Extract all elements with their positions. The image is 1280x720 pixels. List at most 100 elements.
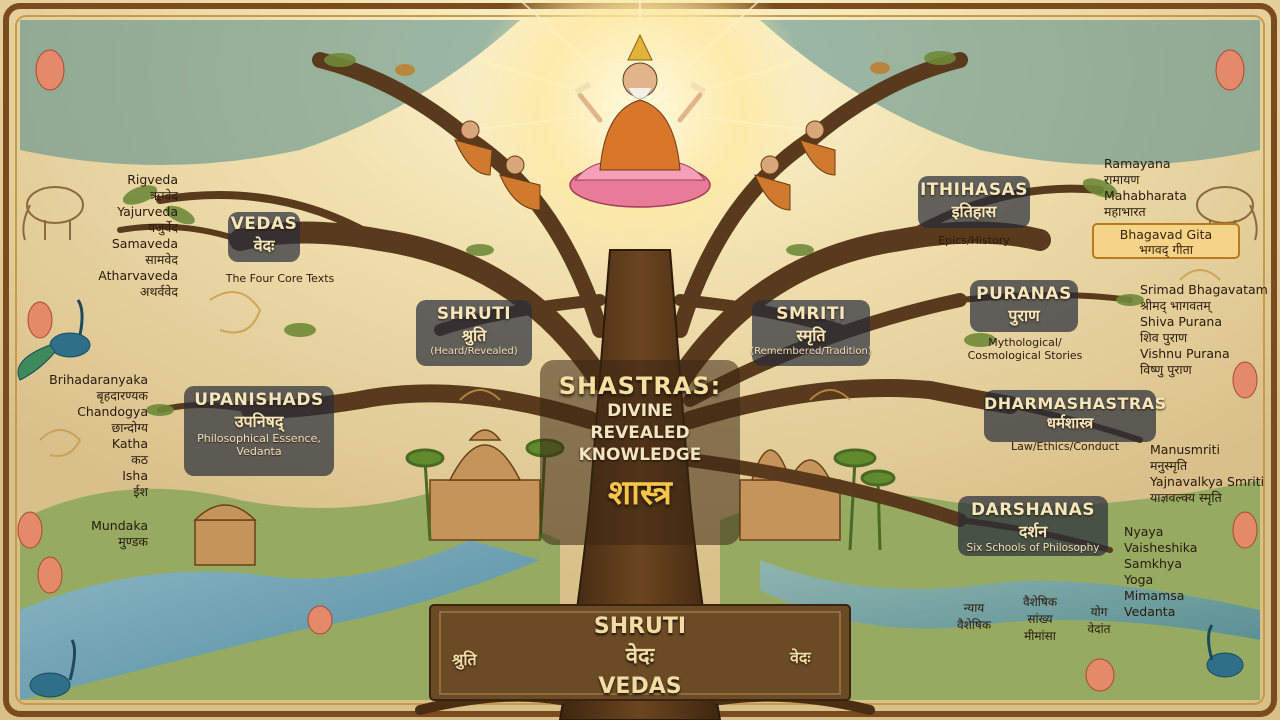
- list-item: विष्णु पुराण: [1140, 362, 1192, 377]
- list-item: मुण्डक: [118, 534, 148, 549]
- label-panels: [184, 176, 1156, 556]
- deity-figure: [569, 33, 711, 208]
- branch-vedas: VEDAS वेदः: [228, 214, 300, 256]
- list-item: सामवेद: [145, 252, 178, 267]
- base-inscription: SHRUTI वेदः VEDAS: [570, 612, 710, 702]
- list-item: Yoga: [1124, 572, 1154, 587]
- list-item: मीमांसा: [1024, 629, 1056, 643]
- list-item: वैशेषिक: [1022, 595, 1058, 609]
- title-line-knowledge: KNOWLEDGE: [578, 445, 702, 465]
- list-item: Yajnavalkya Smriti: [1150, 474, 1265, 489]
- list-item: Chandogya: [77, 404, 148, 419]
- main-title: SHASTRAS:: [558, 372, 722, 400]
- list-item: Katha: [111, 436, 148, 451]
- list-item: Shiva Purana: [1140, 314, 1222, 329]
- title-line-revealed: REVEALED: [590, 423, 690, 443]
- bhagavad-gita-highlight: Bhagavad Gita भगवद् गीता: [1092, 223, 1240, 259]
- upanishads-list-extra: Mundaka मुण्डक: [30, 518, 148, 550]
- base-line-vedah: वेदः: [625, 644, 655, 669]
- list-item: वेदांत: [1087, 622, 1111, 636]
- base-right-inscription: वेदः: [790, 648, 811, 667]
- puranas-subtitle-2: Cosmological Stories: [967, 349, 1083, 362]
- list-item: Samkhya: [1124, 556, 1182, 571]
- puranas-subtitle-wrap: Mythological/ Cosmological Stories: [950, 336, 1100, 362]
- dharmashastras-list: Manusmriti मनुस्मृति Yajnavalkya Smriti …: [1150, 442, 1270, 506]
- branch-puranas: PURANAS पुराण: [970, 284, 1078, 326]
- list-item: सांख्य: [1027, 612, 1053, 626]
- ithihasas-list: Ramayana रामायण Mahabharata महाभारत: [1104, 156, 1234, 220]
- foliage: [122, 51, 1144, 416]
- upanishads-sanskrit: उपनिषद्: [234, 412, 284, 431]
- list-item: Mimamsa: [1124, 588, 1185, 603]
- darshanas-label: DARSHANAS: [970, 500, 1096, 520]
- darshanas-sanskrit: दर्शन: [1018, 522, 1048, 541]
- smriti-label: SMRITI: [776, 304, 846, 324]
- vedas-list: Rigveda ऋग्वेद Yajurveda यजुर्वेद Samave…: [78, 172, 178, 300]
- temple-left: [193, 429, 541, 566]
- list-item: याज्ञवल्क्य स्मृति: [1150, 490, 1222, 505]
- sky-left: [20, 20, 520, 165]
- branch-ithihasas: ITHIHASAS इतिहास: [918, 180, 1030, 222]
- darshanas-hindi-col-3: योग वेदांत: [1074, 604, 1124, 638]
- branch-shruti: SHRUTI श्रुति (Heard/Revealed): [416, 304, 532, 357]
- smriti-sanskrit: स्मृति: [796, 326, 826, 345]
- list-item: Rigveda: [127, 172, 178, 187]
- list-item: Nyaya: [1124, 524, 1164, 539]
- list-item: Ramayana: [1104, 156, 1171, 171]
- list-item: अथर्ववेद: [139, 284, 178, 299]
- list-item: रामायण: [1104, 172, 1140, 187]
- puranas-subtitle: Mythological/: [988, 336, 1062, 349]
- darshanas-hindi-col-1: न्याय वैशेषिक: [944, 600, 1004, 634]
- shruti-sanskrit: श्रुति: [461, 326, 487, 345]
- branch-dharmashastras: DHARMASHASTRAS धर्मशास्त्र: [984, 394, 1166, 433]
- list-item: श्रीमद् भागवतम्: [1140, 298, 1211, 313]
- gita-sanskrit: भगवद् गीता: [1138, 242, 1194, 257]
- river: [20, 540, 540, 700]
- center-title-block: SHASTRAS: DIVINE REVEALED KNOWLEDGE शास्…: [540, 372, 740, 514]
- branch-darshanas: DARSHANAS दर्शन Six Schools of Philosoph…: [958, 500, 1108, 554]
- base-left-inscription: श्रुति: [452, 650, 477, 669]
- list-item: वैशेषिक: [956, 618, 992, 632]
- stone-base: [429, 604, 851, 701]
- list-item: Mahabharata: [1104, 188, 1187, 203]
- trunk-title-panel: [540, 360, 740, 545]
- list-item: महाभारत: [1104, 204, 1146, 219]
- sky-right: [760, 20, 1260, 165]
- upanishads-list: Brihadaranyaka बृहदारण्यक Chandogya छान्…: [30, 372, 148, 500]
- dharmashastras-subtitle: Law/Ethics/Conduct: [1010, 440, 1120, 453]
- birds: [395, 62, 890, 76]
- list-item: कठ: [131, 452, 148, 467]
- list-item: शिव पुराण: [1140, 330, 1188, 345]
- ornaments: [39, 269, 1221, 457]
- title-sanskrit: शास्त्र: [608, 473, 672, 513]
- dharmashastras-subtitle-wrap: Law/Ethics/Conduct: [990, 440, 1140, 453]
- lotus-flowers: [17, 49, 1258, 692]
- list-item: Samaveda: [111, 236, 178, 251]
- vedas-subtitle: The Four Core Texts: [225, 272, 335, 285]
- list-item: ईश: [133, 484, 148, 499]
- vedas-subtitle-wrap: The Four Core Texts: [210, 272, 350, 285]
- upanishads-label: UPANISHADS: [194, 390, 324, 410]
- list-item: योग: [1090, 605, 1108, 619]
- peacock-bottom-left: [29, 639, 77, 698]
- title-line-divine: DIVINE: [607, 401, 673, 421]
- list-item: मनुस्मृति: [1150, 458, 1188, 473]
- peacock-left: [17, 299, 91, 381]
- upanishads-subtitle-2: Vedanta: [236, 445, 282, 458]
- list-item: Manusmriti: [1150, 442, 1220, 457]
- sage-figures: [454, 120, 836, 211]
- list-item: बृहदारण्यक: [96, 388, 148, 403]
- vedas-label: VEDAS: [230, 214, 298, 234]
- darshanas-list: Nyaya Vaisheshika Samkhya Yoga Mimamsa V…: [1124, 524, 1234, 620]
- branch-smriti: SMRITI स्मृति (Remembered/Tradition): [750, 304, 872, 357]
- list-item: Isha: [122, 468, 148, 483]
- ithihasas-subtitle: Epics/History: [938, 234, 1010, 247]
- darshanas-hindi-col-2: वैशेषिक सांख्य मीमांसा: [1010, 594, 1070, 645]
- ithihasas-subtitle-wrap: Epics/History: [918, 234, 1030, 247]
- shruti-subtitle: (Heard/Revealed): [430, 346, 518, 357]
- smriti-subtitle: (Remembered/Tradition): [750, 346, 872, 357]
- list-item: Srimad Bhagavatam: [1140, 282, 1268, 297]
- upanishads-subtitle: Philosophical Essence,: [197, 432, 321, 445]
